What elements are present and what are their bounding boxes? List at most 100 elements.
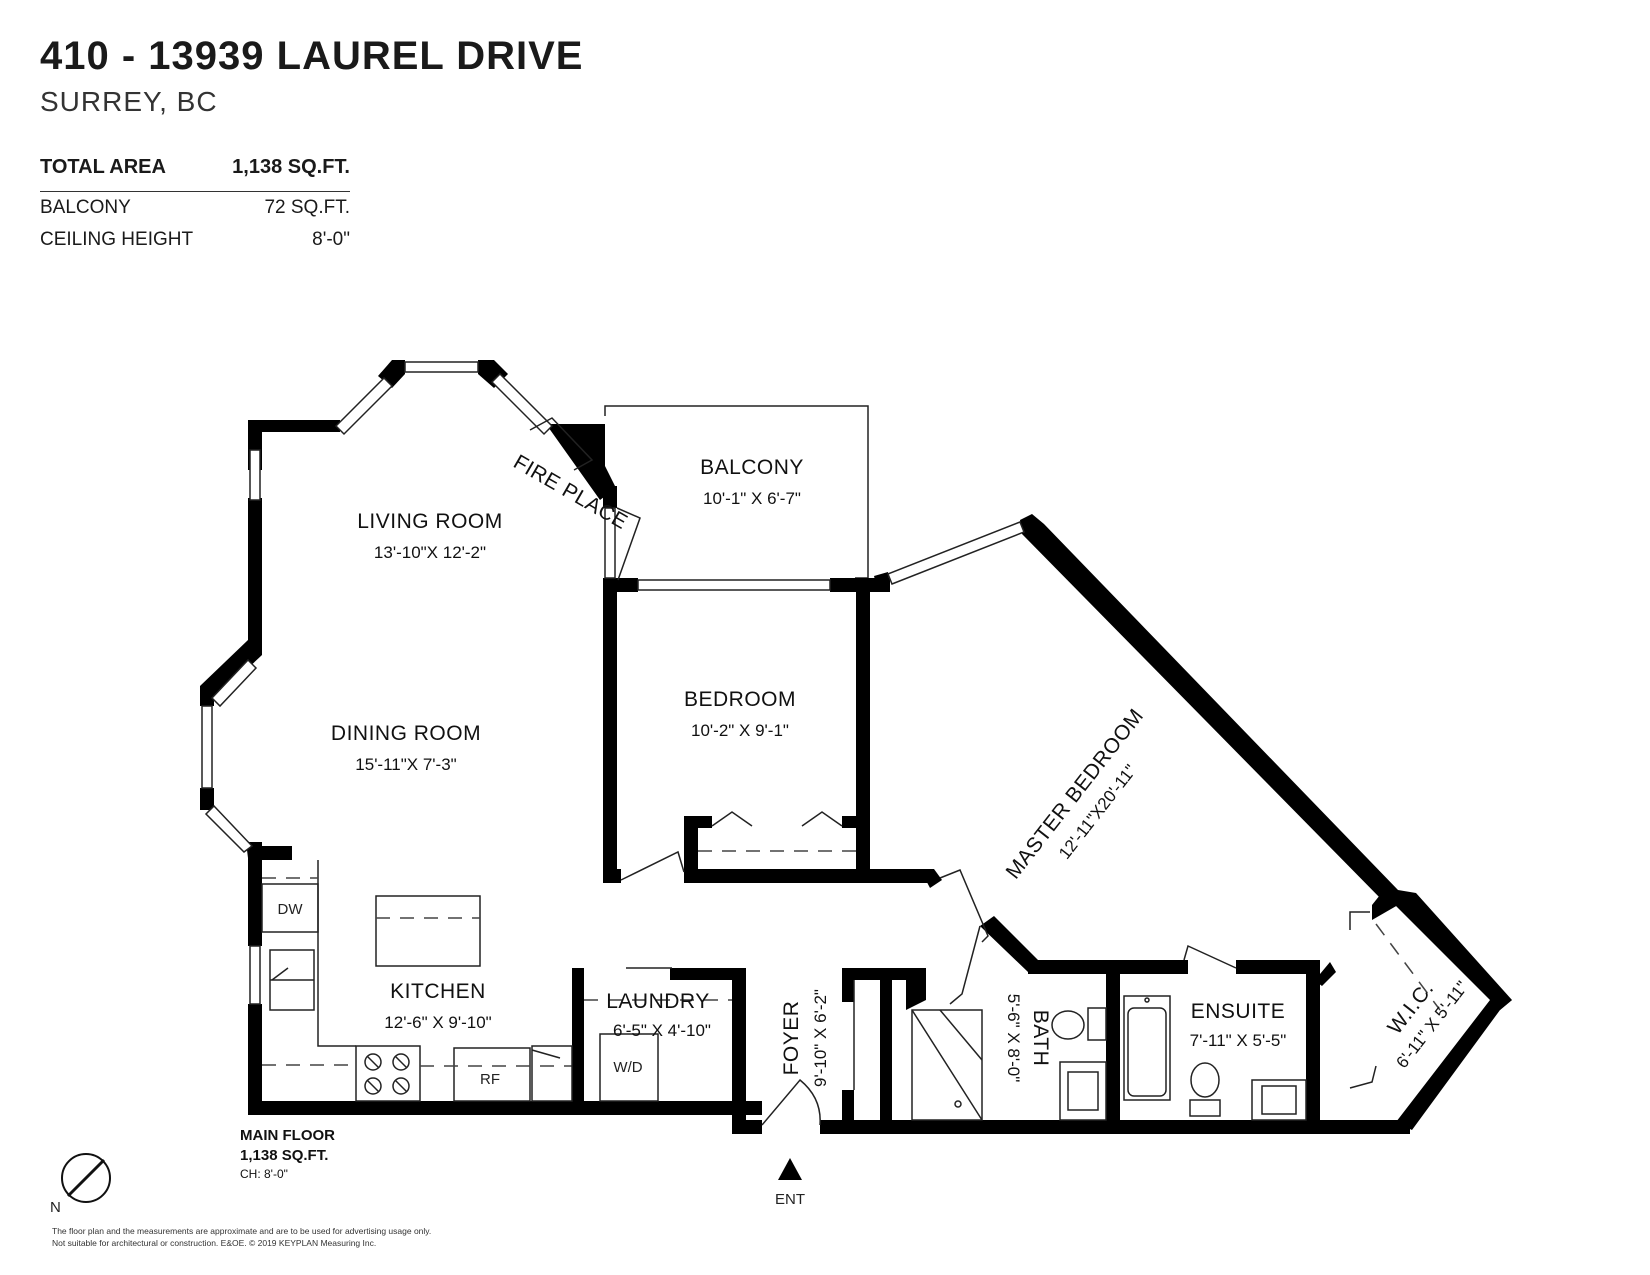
wall-wic-bottom xyxy=(1396,1000,1512,1130)
wall-foyer-closet-right xyxy=(880,968,892,1133)
foyer-label: FOYER 9'-10" X 6'-2" xyxy=(780,989,830,1087)
shower-diagonal2 xyxy=(939,1009,983,1061)
living-room-name: LIVING ROOM xyxy=(357,510,503,533)
door-entry xyxy=(761,1078,821,1126)
balcony-dims: 10'-1" X 6'-7" xyxy=(703,489,801,508)
fireplace-mass xyxy=(546,424,616,500)
door-wic xyxy=(1349,911,1370,930)
balcony-name: BALCONY xyxy=(700,456,804,479)
wall-laundry-left xyxy=(572,968,584,1108)
walls xyxy=(200,360,1512,1134)
ensuite-vanity xyxy=(1251,1079,1307,1121)
laundry-dims: 6'-5" X 4'-10" xyxy=(613,1021,711,1040)
door-ensuite xyxy=(1183,944,1237,969)
compass-north-label: N xyxy=(50,1199,61,1216)
wall-closet-top-right xyxy=(842,816,870,828)
door-bath xyxy=(949,925,981,1005)
burner-x4 xyxy=(394,1079,408,1093)
wall-master-pier xyxy=(874,572,890,592)
windows xyxy=(201,361,1025,1005)
bedroom-name: BEDROOM xyxy=(684,688,796,711)
disclaimer-line-1: The floor plan and the measurements are … xyxy=(52,1226,431,1236)
ensuite-tub xyxy=(1123,995,1171,1101)
wall-bedroom-right xyxy=(856,578,870,883)
ensuite-toilet-tank xyxy=(1189,1099,1221,1117)
wall-foyer-closet-left xyxy=(842,968,854,1002)
wall-pier-left xyxy=(200,640,262,700)
wall-foyer-closet-base xyxy=(842,1090,854,1133)
wall-bedroom-bottom xyxy=(684,869,934,883)
wic-shelf xyxy=(1349,1065,1377,1089)
fixtures xyxy=(261,417,1441,1121)
window-bedroom-top xyxy=(637,579,831,591)
washer-dryer-label: W/D xyxy=(613,1059,642,1076)
master-bedroom-name: MASTER BEDROOM xyxy=(1002,705,1149,884)
wall-kitchen-left-lower xyxy=(248,1004,262,1115)
wall-ensuite-top xyxy=(1236,960,1306,974)
window-living-left xyxy=(249,449,261,501)
wall-wic-top xyxy=(1372,890,1398,920)
balcony-area-label: BALCONY xyxy=(40,197,131,218)
dishwasher xyxy=(261,883,319,933)
wall-bottom-right xyxy=(820,1120,1410,1134)
floor-area: 1,138 SQ.FT. xyxy=(240,1147,328,1164)
door-balcony xyxy=(616,507,641,581)
bath-dims: 5'-6" X 8'-0" xyxy=(1004,994,1023,1083)
burner-x3 xyxy=(366,1079,380,1093)
balcony-area-value: 72 SQ.FT. xyxy=(264,197,350,218)
foyer-dims: 9'-10" X 6'-2" xyxy=(811,989,830,1087)
dishwasher-label: DW xyxy=(278,901,304,918)
door-master xyxy=(939,869,989,943)
ceiling-height-label: CEILING HEIGHT xyxy=(40,229,194,250)
closet-door-right xyxy=(801,811,843,827)
burner-4 xyxy=(392,1077,410,1095)
dining-room-dims: 15'-11"X 7'-3" xyxy=(355,755,456,774)
door-bedroom xyxy=(620,850,685,881)
shower xyxy=(911,1009,983,1121)
kitchen-pantry-door xyxy=(531,1049,561,1059)
wall-living-left-lower xyxy=(248,498,262,648)
wall-foyer-jamb xyxy=(732,1120,762,1134)
summary-ceiling-row: CEILING HEIGHT 8'-0" xyxy=(40,229,350,251)
foyer-name: FOYER xyxy=(780,1001,803,1076)
bath-name: BATH xyxy=(1029,1010,1052,1066)
wall-master-diagonal xyxy=(1022,514,1398,902)
sink-faucet xyxy=(271,967,289,981)
burner-2 xyxy=(392,1053,410,1071)
kitchen-island xyxy=(375,895,481,967)
wall-laundry-top xyxy=(572,968,582,976)
bath-vanity xyxy=(1059,1061,1107,1121)
wic-rod-1 xyxy=(1375,923,1441,1011)
ensuite-sink xyxy=(1261,1085,1297,1115)
wall-kitchen-top xyxy=(248,846,292,860)
window-dining-upper xyxy=(210,658,258,708)
floor-name: MAIN FLOOR xyxy=(240,1127,335,1144)
wall-laundry-right xyxy=(732,968,746,1108)
wall-ensuite-right xyxy=(1306,960,1320,1130)
burner-1 xyxy=(364,1053,382,1071)
shower-diagonal xyxy=(911,1009,983,1121)
window-bay-top xyxy=(404,361,479,373)
bedroom-dims: 10'-2" X 9'-1" xyxy=(691,721,789,740)
burner-3 xyxy=(364,1077,382,1095)
wall-living-left xyxy=(248,420,340,470)
wall-kitchen-left xyxy=(248,846,262,946)
summary-balcony-row: BALCONY 72 SQ.FT. xyxy=(40,197,350,219)
summary-total-row: TOTAL AREA 1,138 SQ.FT. xyxy=(40,156,350,179)
bath-label: BATH 5'-6" X 8'-0" xyxy=(1004,994,1052,1083)
kitchen-name: KITCHEN xyxy=(390,980,486,1003)
summary-divider xyxy=(40,191,350,192)
wall-bedroom-left-foot xyxy=(603,869,621,883)
kitchen-dims: 12'-6" X 9'-10" xyxy=(384,1013,491,1032)
window-kitchen-left xyxy=(249,945,261,1005)
wall-bath-ensuite-divider xyxy=(1106,960,1120,1130)
fridge xyxy=(453,1047,531,1102)
laundry-name: LAUNDRY xyxy=(606,990,709,1013)
page-subtitle: SURREY, BC xyxy=(40,86,218,117)
window-bay-upper-left xyxy=(334,376,394,436)
pantry-cabinet xyxy=(531,1045,573,1102)
window-master-top xyxy=(887,521,1025,585)
entrance-label: ENT xyxy=(775,1191,805,1208)
tub-drain xyxy=(1144,997,1150,1003)
